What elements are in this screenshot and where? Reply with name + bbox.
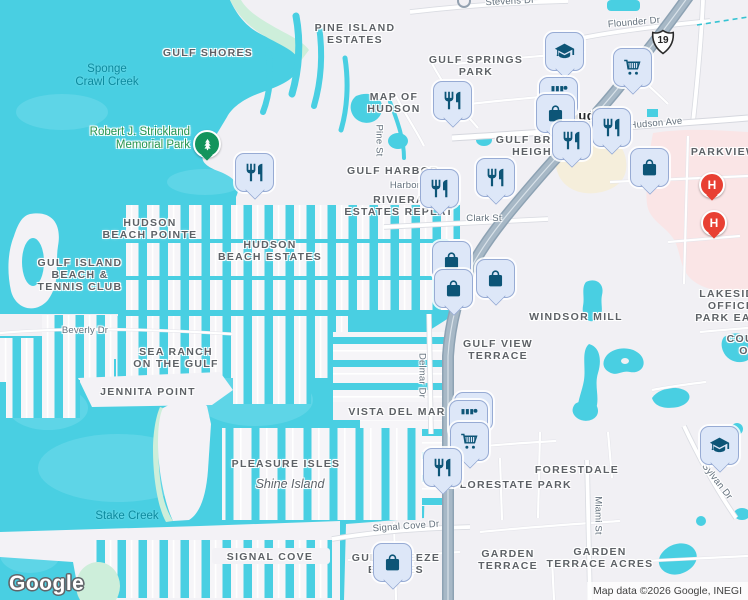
graduation-cap-icon: [554, 43, 574, 58]
restaurant-icon: [246, 163, 262, 181]
shopping-cart-icon: [460, 433, 478, 449]
shopping-bag-icon: [444, 251, 458, 268]
route-19-shield: 19: [651, 29, 675, 55]
restaurant-icon: [434, 458, 450, 476]
highway-shield-icon: [651, 29, 675, 55]
restaurant-icon: [431, 179, 447, 197]
park-tree-marker[interactable]: [193, 130, 221, 158]
restaurant-icon: [603, 118, 619, 136]
google-logo[interactable]: Google: [9, 572, 85, 595]
restaurant-pin[interactable]: [432, 80, 472, 120]
shopping-bag-pin[interactable]: [372, 542, 412, 582]
store-icon: [461, 408, 477, 414]
highway-shield-number: 19: [657, 35, 669, 46]
restaurant-pin[interactable]: [234, 152, 274, 192]
shopping-bag-pin[interactable]: [433, 268, 473, 308]
shopping-cart-pin[interactable]: [449, 421, 489, 461]
shopping-bag-icon: [446, 279, 460, 296]
store-icon: [551, 85, 567, 91]
restaurant-pin[interactable]: [422, 447, 462, 487]
shopping-bag-icon: [488, 269, 502, 286]
hospital-marker[interactable]: H: [701, 210, 727, 236]
restaurant-pin[interactable]: [591, 107, 631, 147]
shopping-bag-pin[interactable]: [475, 258, 515, 298]
school-pin[interactable]: [699, 425, 739, 465]
shopping-bag-pin[interactable]: [629, 147, 669, 187]
restaurant-pin[interactable]: [475, 157, 515, 197]
restaurant-icon: [563, 131, 579, 149]
tree-icon: [203, 138, 211, 150]
road-junction-icon: [457, 0, 471, 8]
shopping-bag-icon: [642, 158, 656, 175]
restaurant-pin[interactable]: [419, 168, 459, 208]
map-attribution: Map data ©2026 Google, INEGI: [587, 582, 748, 600]
shopping-cart-pin[interactable]: [612, 47, 652, 87]
hospital-marker[interactable]: H: [699, 172, 725, 198]
shopping-cart-icon: [623, 59, 641, 75]
restaurant-icon: [487, 168, 503, 186]
restaurant-pin[interactable]: [551, 120, 591, 160]
shopping-bag-icon: [548, 104, 562, 121]
shopping-bag-icon: [385, 553, 399, 570]
school-pin[interactable]: [544, 31, 584, 71]
restaurant-icon: [444, 91, 460, 109]
graduation-cap-icon: [709, 437, 729, 452]
